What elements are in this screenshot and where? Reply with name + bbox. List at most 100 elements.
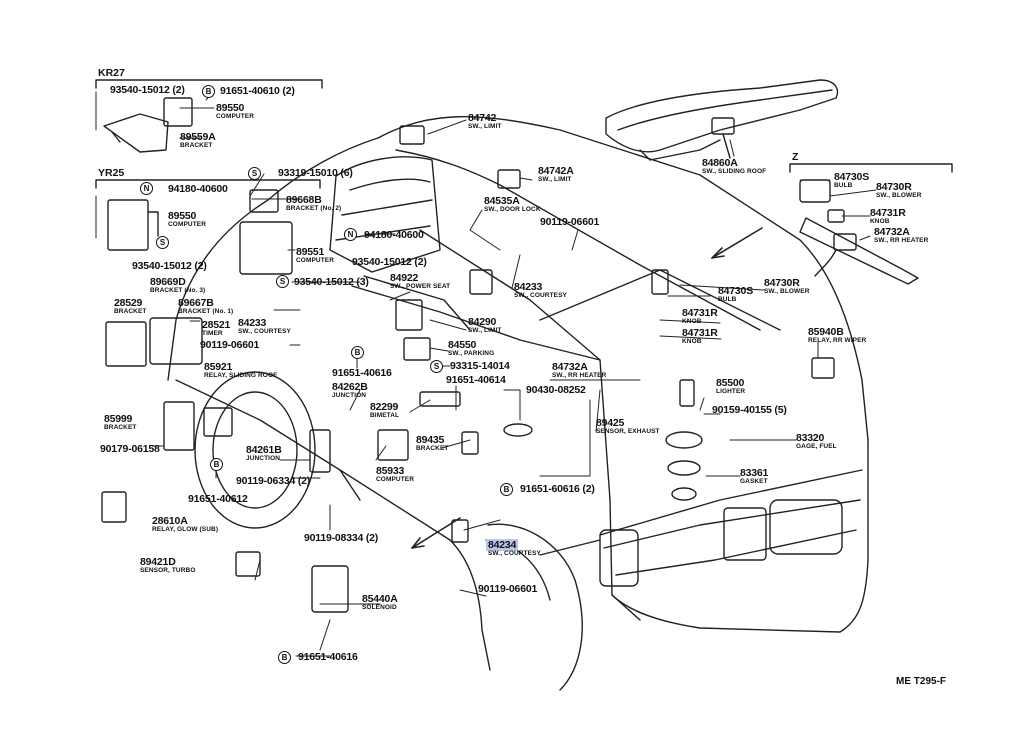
part-desc-p35: SW., DOOR LOCK — [484, 206, 541, 213]
z-bracket — [789, 163, 953, 173]
part-number-p9: 89668B — [286, 194, 322, 206]
part-number-p3: 89550 — [216, 102, 245, 114]
part-desc-p34: SW., LIMIT — [538, 176, 572, 183]
part-desc-p33: SW., LIMIT — [468, 123, 502, 130]
part-number-p58: 84731R — [682, 307, 718, 319]
part-desc-p39: SW., LIMIT — [468, 327, 502, 334]
part-number-p2: 91651-40610 (2) — [220, 85, 295, 97]
part-number-p18: 84233 — [238, 317, 267, 329]
part-desc-p23: BRACKET — [104, 424, 137, 431]
part-number-p65: 83361 — [740, 467, 769, 479]
part-number-p46: 85933 — [376, 465, 405, 477]
part-number-p52: 84730S — [834, 171, 870, 183]
part-number-p51: 84860A — [702, 157, 738, 169]
diagram-reference-code: ME T295-F — [896, 676, 947, 687]
part-number-p5: 94180-40600 — [168, 183, 228, 195]
part-desc-p49: SW., COURTESY — [488, 550, 541, 557]
part-desc-p62: LIGHTER — [716, 388, 746, 395]
part-desc-p18: SW., COURTESY — [238, 328, 291, 335]
part-desc-p6: COMPUTER — [168, 221, 206, 228]
bolt-badge-p32: B — [278, 651, 291, 664]
part-number-p4: 89559A — [180, 131, 216, 143]
part-desc-p54: KNOB — [870, 218, 890, 225]
part-desc-p13: BRACKET (No. 3) — [150, 287, 206, 294]
group-label-yr25: YR25 — [98, 167, 125, 179]
part-number-p19: 90119-06601 — [200, 339, 260, 351]
part-number-p37: 84233 — [514, 281, 543, 293]
part-number-p17: 28521 — [202, 319, 231, 331]
part-number-p62: 85500 — [716, 377, 745, 389]
part-number-p33: 84742 — [468, 112, 497, 124]
part-number-p16: 28529 — [114, 297, 143, 309]
part-desc-p47: SENSOR, EXHAUST — [596, 428, 660, 435]
part-number-p27: 91651-40612 — [188, 493, 248, 505]
part-number-p45: 89435 — [416, 434, 445, 446]
part-number-p14: 89667B — [178, 297, 214, 309]
sliding-roof-panel — [605, 79, 839, 161]
screw-badge-p41: S — [430, 360, 443, 373]
part-number-p15: 93540-15012 (3) — [294, 276, 369, 288]
bolt-badge-p27: B — [210, 458, 223, 471]
part-number-p31: 85440A — [362, 593, 398, 605]
part-number-p13: 89669D — [150, 276, 186, 288]
part-number-p64: 83320 — [796, 432, 825, 444]
part-desc-p31: SOLENOID — [362, 604, 397, 611]
bolt-badge-p48: B — [500, 483, 513, 496]
part-desc-p52: BULB — [834, 182, 853, 189]
part-number-p54: 84731R — [870, 207, 906, 219]
part-desc-p43: BIMETAL — [370, 412, 400, 419]
part-desc-p57: BULB — [718, 296, 737, 303]
group-label-kr27: KR27 — [98, 67, 125, 79]
part-desc-p45: BRACKET — [416, 445, 449, 452]
part-desc-p64: GAGE, FUEL — [796, 443, 837, 450]
part-number-p1: 93540-15012 (2) — [110, 84, 185, 96]
kr27-computer-art — [103, 97, 193, 153]
dash-outline — [329, 156, 471, 331]
part-number-p34: 84742A — [538, 165, 574, 177]
part-desc-p59: KNOB — [682, 338, 702, 345]
part-desc-p38: SW., POWER SEAT — [390, 283, 451, 290]
part-number-p25: 84261B — [246, 444, 282, 456]
part-number-p47: 89425 — [596, 417, 625, 429]
part-number-p32: 91651-40616 — [298, 651, 358, 663]
direction-arrows — [411, 227, 763, 549]
part-number-p41: 93315-14014 — [450, 360, 510, 372]
part-number-p29: 90119-08334 (2) — [304, 532, 379, 544]
part-number-p53: 84730R — [876, 181, 912, 193]
part-number-p7: 93540-15012 (2) — [132, 260, 207, 272]
part-number-p36: 90119-06601 — [540, 216, 600, 228]
part-number-p55: 84732A — [874, 226, 910, 238]
part-number-p24: 90179-06158 — [100, 443, 160, 455]
nut-badge-p5: N — [140, 182, 153, 195]
part-desc-p46: COMPUTER — [376, 476, 414, 483]
part-number-p10: 89551 — [296, 246, 325, 258]
part-desc-p30: SENSOR, TURBO — [140, 567, 196, 574]
part-desc-p22: JUNCTION — [332, 392, 367, 399]
part-number-p61: 84732A — [552, 361, 588, 373]
part-desc-p25: JUNCTION — [246, 455, 281, 462]
part-number-p60: 85940B — [808, 326, 844, 338]
bolt-badge-p2: B — [202, 85, 215, 98]
part-number-p57: 84730S — [718, 285, 754, 297]
part-number-p20: 85921 — [204, 361, 233, 373]
part-desc-p17: TIMER — [202, 330, 223, 337]
part-desc-p58: KNOB — [682, 318, 702, 325]
part-number-p8: 93319-15010 (6) — [278, 167, 353, 179]
part-desc-p10: COMPUTER — [296, 257, 334, 264]
screw-badge-p15: S — [276, 275, 289, 288]
part-number-p22: 84262B — [332, 381, 368, 393]
rear-tail-lights — [599, 499, 843, 587]
part-number-p50: 90119-06601 — [478, 583, 538, 595]
wheel-outline — [194, 371, 316, 529]
part-desc-p51: SW., SLIDING ROOF — [702, 168, 767, 175]
part-number-p59: 84731R — [682, 327, 718, 339]
part-desc-p37: SW., COURTESY — [514, 292, 567, 299]
part-desc-p60: RELAY, RR WIPER — [808, 337, 867, 344]
part-desc-p28: RELAY, GLOW (SUB) — [152, 526, 219, 533]
part-number-p26: 90119-06334 (2) — [236, 475, 311, 487]
part-desc-p40: SW., PARKING — [448, 350, 495, 357]
part-number-p40: 84550 — [448, 339, 477, 351]
part-number-p11: 94180-40600 — [364, 229, 424, 241]
yr25-bracket — [95, 179, 321, 189]
kr27-bracket — [95, 79, 323, 89]
